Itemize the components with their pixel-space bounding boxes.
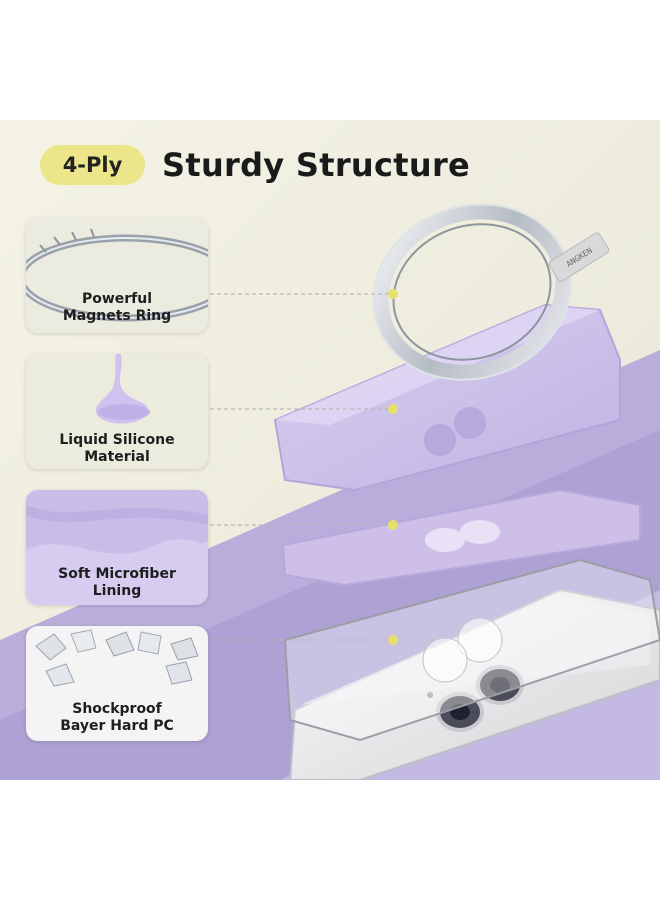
magnet-ring-icon: [26, 218, 208, 333]
product-panel: [0, 120, 660, 780]
layer-card-magnets: Powerful Magnets Ring: [26, 218, 208, 333]
layer-card-microfiber: Soft Microfiber Lining: [26, 490, 208, 605]
layer-card-hard-pc: Shockproof Bayer Hard PC: [26, 626, 208, 741]
connector-lines: [210, 289, 398, 645]
layer-label: Powerful Magnets Ring: [62, 291, 172, 324]
microfiber-icon: [26, 490, 208, 605]
page-title: Sturdy Structure: [162, 146, 471, 184]
layer-card-silicone: Liquid Silicone Material: [26, 354, 208, 469]
microfiber-layer: [281, 488, 641, 587]
layer-label: Shockproof Bayer Hard PC: [60, 701, 174, 734]
crystal-pc-icon: [26, 626, 208, 741]
layer-label: Soft Microfiber Lining: [58, 566, 176, 599]
ply-badge: 4-Ply: [40, 145, 145, 185]
layer-label: Liquid Silicone Material: [59, 432, 175, 465]
silicone-drop-icon: [26, 354, 208, 469]
clear-pc-layer: [283, 558, 660, 742]
